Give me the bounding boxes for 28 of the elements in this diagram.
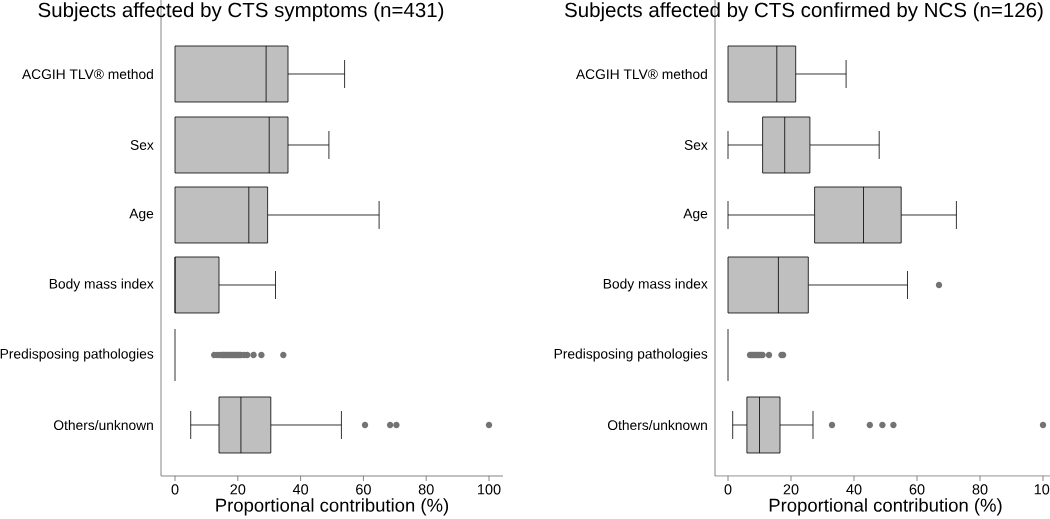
category-label: Age [129,208,154,222]
tick-label: 0 [171,484,179,495]
category-label: Predisposing pathologies [0,348,154,362]
tick-label: 10 [1034,484,1050,495]
category-label: Body mass index [603,278,708,292]
chart-title: Subjects affected by CTS confirmed by NCS (n=126) [565,2,1043,22]
tick-label: 80 [418,484,434,495]
category-label: Others/unknown [607,419,707,431]
tick-label: 20 [783,484,799,495]
tick-label: 80 [972,484,988,495]
tick-label: 20 [230,484,246,495]
category-label: ACGIH TLV® method [576,68,707,80]
tick-label: 0 [724,484,732,495]
tick-label: 60 [356,484,371,495]
category-label: Sex [684,140,708,150]
category-label: Body mass index [49,278,154,292]
category-label: Age [683,208,708,222]
category-label: Others/unknown [54,419,153,431]
axis-title: Proportional contribution (%) [216,498,449,516]
category-label: Predisposing pathologies [554,348,708,362]
category-label: ACGIH TLV® method [22,68,153,80]
tick-label: 40 [292,484,309,495]
tick-label: 60 [909,484,925,495]
axis-title: Proportional contribution (%) [769,498,1002,516]
chart-title: Subjects affected by CTS symptoms (n=431) [38,2,444,22]
category-label: Sex [130,140,154,150]
tick-label: 100 [478,484,501,495]
tick-label: 40 [846,484,862,495]
